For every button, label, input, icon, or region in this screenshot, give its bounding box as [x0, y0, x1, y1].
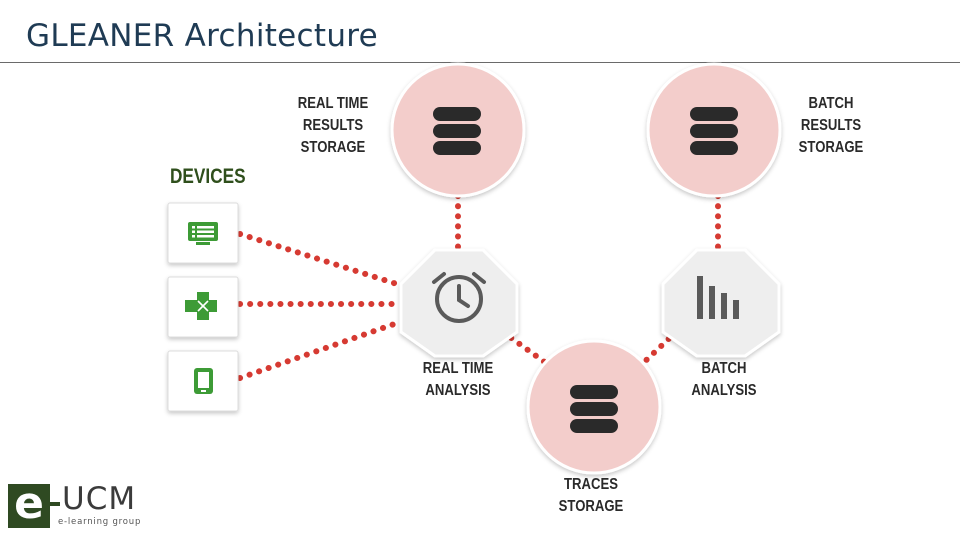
- clock-icon: [432, 272, 486, 323]
- batch-analysis-label: BATCH ANALYSIS: [691, 360, 757, 399]
- database-icon: [690, 107, 738, 155]
- device-card-gamepad: [167, 276, 239, 338]
- devices-label: DEVICES: [170, 165, 246, 188]
- slide-title: GLEANER Architecture: [26, 18, 379, 54]
- logo-dash: [50, 502, 60, 506]
- logo-mark: e: [8, 482, 50, 528]
- title-divider: [0, 62, 960, 63]
- database-icon: [570, 385, 618, 433]
- logo-name: UCM: [62, 481, 137, 517]
- batch-analysis-node: [661, 248, 781, 358]
- realtime-results-storage-node: [390, 62, 526, 198]
- batch-results-storage-node: [646, 62, 782, 198]
- device-card-monitor: [167, 202, 239, 264]
- connector-device-tablet: [237, 319, 403, 381]
- traces-storage-label: TRACES STORAGE: [558, 476, 624, 515]
- gamepad-icon: [185, 292, 217, 320]
- realtime-results-storage-label: REAL TIME RESULTS STORAGE: [297, 95, 369, 156]
- bar-chart-icon: [697, 276, 739, 319]
- eucm-logo: e UCM e-learning group: [8, 482, 148, 532]
- monitor-icon: [188, 222, 218, 245]
- logo-subtitle: e-learning group: [58, 517, 142, 527]
- realtime-analysis-node: [399, 248, 519, 358]
- device-card-tablet: [167, 350, 239, 412]
- connector-device-monitor: [237, 231, 403, 288]
- database-icon: [433, 107, 481, 155]
- tablet-icon: [194, 368, 213, 394]
- realtime-analysis-label: REAL TIME ANALYSIS: [422, 360, 494, 399]
- batch-results-storage-label: BATCH RESULTS STORAGE: [798, 95, 864, 156]
- traces-storage-node: [526, 339, 662, 475]
